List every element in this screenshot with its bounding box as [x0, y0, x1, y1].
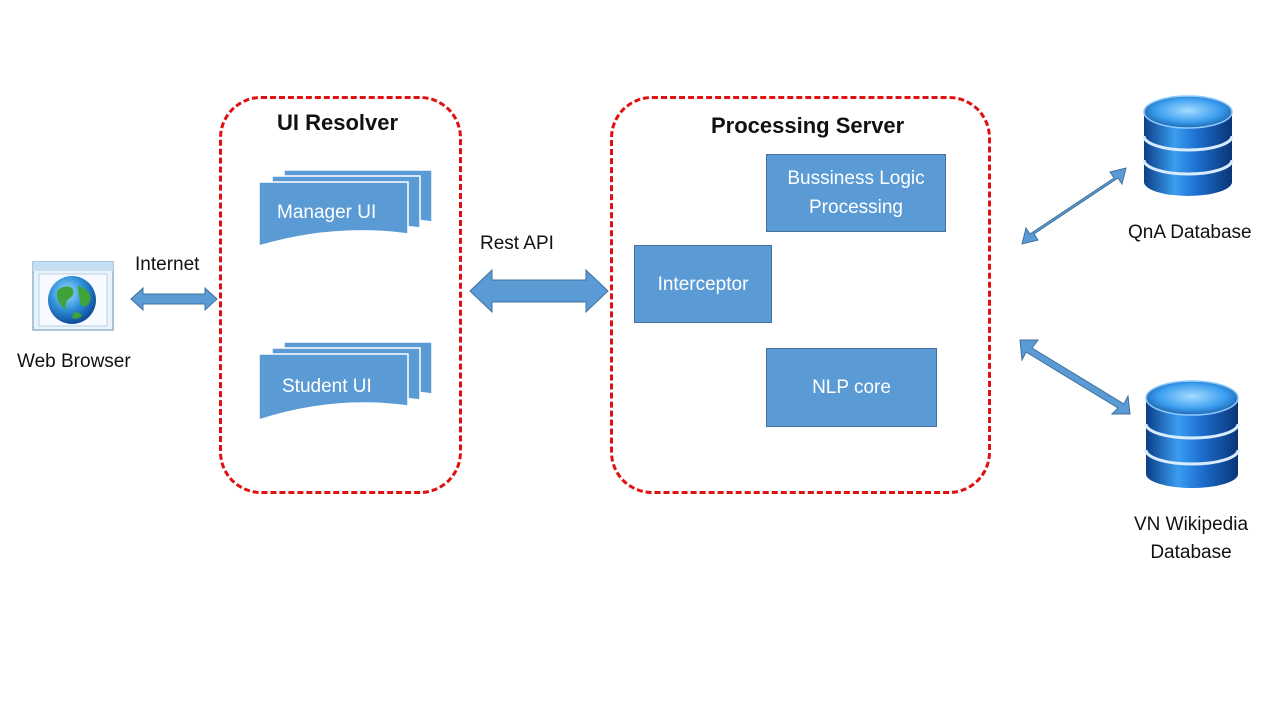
- business-logic-box: Bussiness Logic Processing: [766, 154, 946, 232]
- ui-resolver-group: [219, 96, 462, 494]
- ui-resolver-title: UI Resolver: [277, 110, 399, 135]
- business-logic-line1: Bussiness Logic: [787, 168, 925, 189]
- internet-label: Internet: [135, 254, 200, 275]
- vn-wikipedia-database-icon: [1144, 380, 1240, 488]
- wiki-db-arrow: [1019, 339, 1131, 415]
- nlp-core-box: NLP core: [766, 348, 937, 427]
- business-logic-line2: Processing: [809, 197, 903, 218]
- qna-database-icon: [1142, 95, 1234, 196]
- processing-server-title: Processing Server: [711, 113, 905, 138]
- vn-wikipedia-label-line2: Database: [1150, 542, 1232, 563]
- qna-db-arrow: [1021, 167, 1127, 245]
- student-ui-documents: [258, 341, 433, 422]
- web-browser-label: Web Browser: [17, 351, 131, 372]
- rest-api-label: Rest API: [480, 233, 554, 254]
- manager-ui-documents: [258, 169, 433, 248]
- interceptor-box: Interceptor: [634, 245, 772, 323]
- processing-server-group: [610, 96, 991, 494]
- internet-arrow: [130, 286, 218, 312]
- manager-ui-label: Manager UI: [277, 202, 377, 223]
- qna-database-label: QnA Database: [1128, 222, 1252, 243]
- rest-api-arrow: [469, 268, 609, 314]
- student-ui-label: Student UI: [282, 376, 372, 397]
- vn-wikipedia-label-line1: VN Wikipedia: [1133, 514, 1249, 535]
- vn-wikipedia-database-label: VN Wikipedia Database: [1110, 511, 1272, 567]
- web-browser-globe-icon: [32, 261, 114, 331]
